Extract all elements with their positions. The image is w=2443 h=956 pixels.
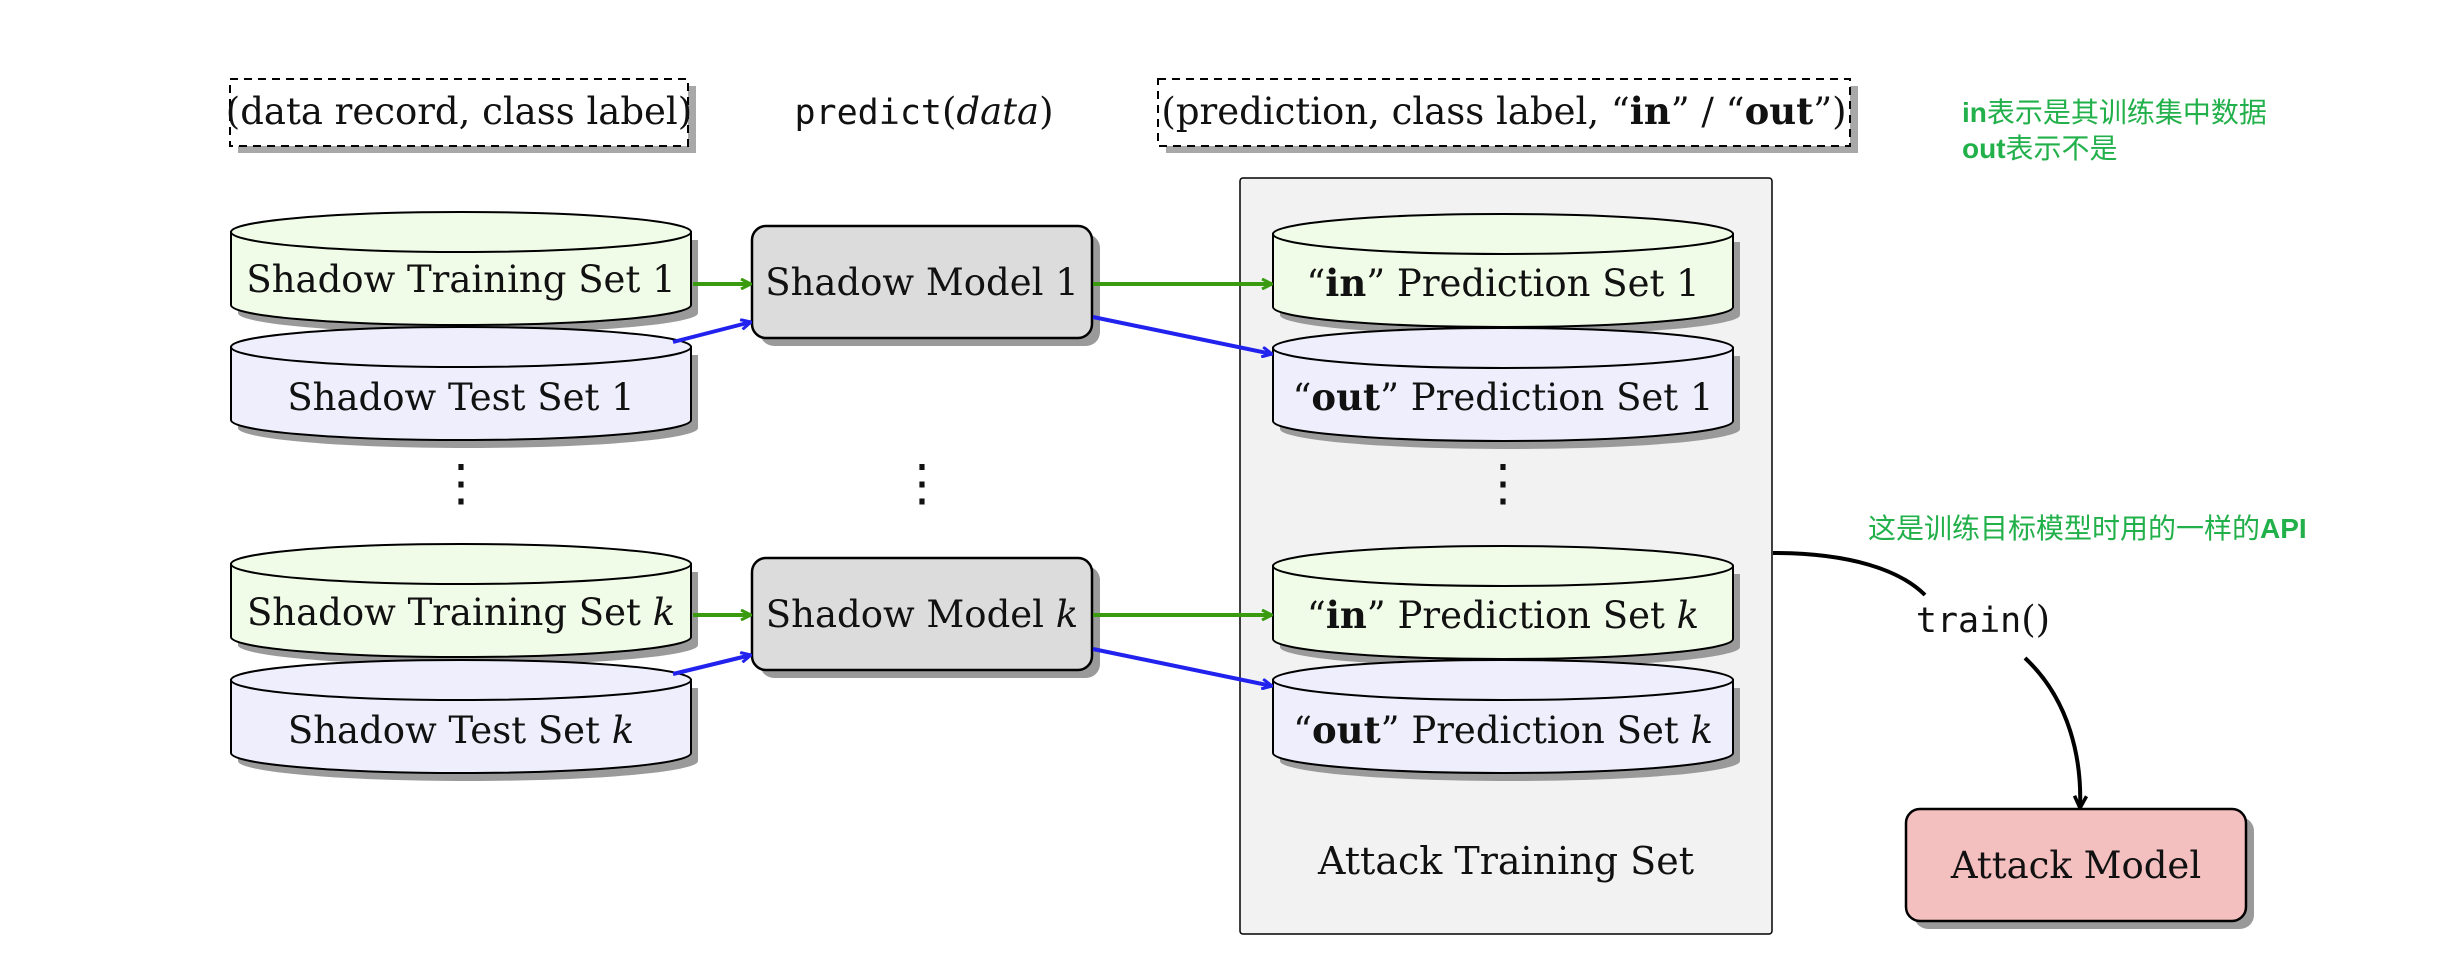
shadow-model-1-label: Shadow Model 1 xyxy=(765,261,1079,304)
shadow-test-set-1: Shadow Test Set 1 xyxy=(230,326,698,448)
in-prediction-set-k-label: “in” Prediction Set k xyxy=(1307,593,1699,637)
arrow-model-k-to-out-set-k xyxy=(1092,647,1272,686)
in-prediction-set-k: “in” Prediction Set k xyxy=(1272,545,1740,667)
in-annotation: in表示是其训练集中数据 xyxy=(1962,97,2267,128)
record-label-text: (data record, class label) xyxy=(226,90,692,133)
ellipsis-sets: ⋮ xyxy=(436,454,486,512)
arrow-model-1-to-out-set-1 xyxy=(1092,315,1272,354)
shadow-test-set-k-label: Shadow Test Set k xyxy=(288,709,634,752)
ellipsis-predictions: ⋮ xyxy=(1478,454,1528,512)
out-prediction-set-1-label: “out” Prediction Set 1 xyxy=(1293,375,1714,419)
out-prediction-set-1: “out” Prediction Set 1 xyxy=(1272,327,1740,449)
shadow-training-set-k-label: Shadow Training Set k xyxy=(247,591,675,634)
attack-training-set-label: Attack Training Set xyxy=(1317,839,1694,883)
record-label-box: (data record, class label) xyxy=(226,78,696,153)
arrow-train-upper xyxy=(1772,551,1927,597)
prediction-label-box: (prediction, class label, “in” / “out”) xyxy=(1157,78,1858,153)
predict-fn: predict xyxy=(794,93,942,133)
shadow-model-1: Shadow Model 1 xyxy=(750,224,1100,346)
ellipsis-models: ⋮ xyxy=(897,454,947,512)
shadow-model-k: Shadow Model k xyxy=(750,556,1100,678)
train-fn-label: train() xyxy=(1916,598,2050,641)
shadow-training-set-1-label: Shadow Training Set 1 xyxy=(246,258,675,301)
shadow-training-set-k: Shadow Training Set k xyxy=(230,543,698,665)
api-annotation: 这是训练目标模型时用的一样的API xyxy=(1868,513,2307,544)
shadow-test-set-k: Shadow Test Set k xyxy=(230,659,698,781)
shadow-test-set-1-label: Shadow Test Set 1 xyxy=(287,376,634,419)
shadow-training-set-1: Shadow Training Set 1 xyxy=(230,211,698,333)
arrow-train-lower xyxy=(2023,656,2080,808)
predict-arg: data xyxy=(956,90,1039,133)
in-prediction-set-1-label: “in” Prediction Set 1 xyxy=(1306,261,1699,305)
out-annotation: out表示不是 xyxy=(1962,133,2118,164)
attack-model-label: Attack Model xyxy=(1950,844,2201,887)
out-prediction-set-k-label: “out” Prediction Set k xyxy=(1293,708,1713,752)
arrow-test-k-to-model-k xyxy=(672,655,751,676)
prediction-label-text: (prediction, class label, “in” / “out”) xyxy=(1161,89,1846,133)
arrow-test-1-to-model-1 xyxy=(672,322,751,344)
in-prediction-set-1: “in” Prediction Set 1 xyxy=(1272,213,1740,335)
attack-model: Attack Model xyxy=(1904,807,2254,929)
out-prediction-set-k: “out” Prediction Set k xyxy=(1272,659,1740,781)
predict-label: predict(data) xyxy=(794,90,1053,133)
shadow-model-k-label: Shadow Model k xyxy=(766,593,1078,636)
